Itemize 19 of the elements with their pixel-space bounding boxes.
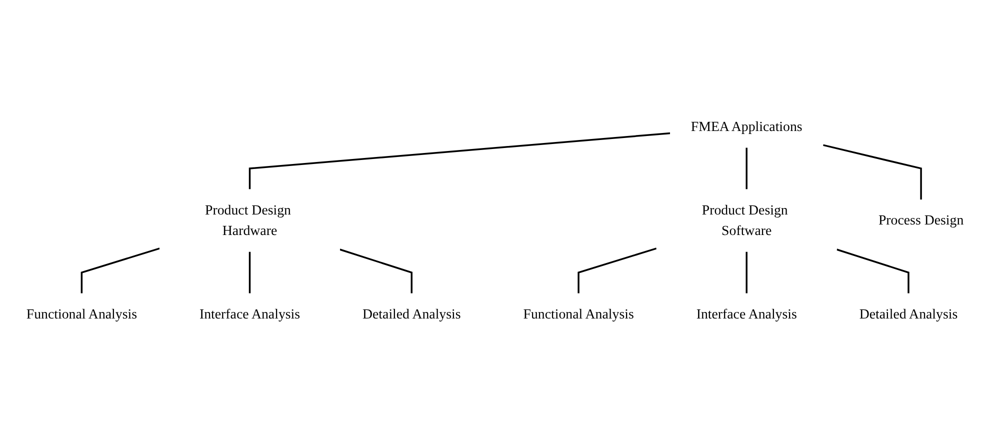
node-text: Functional Analysis	[523, 306, 634, 322]
connector	[578, 248, 657, 294]
node-text: Interface Analysis	[696, 306, 797, 322]
node-text: Detailed Analysis	[362, 306, 461, 322]
node-text: Process Design	[878, 212, 964, 228]
node-text: Product Design Hardware	[205, 202, 291, 239]
node-text: Functional Analysis	[26, 306, 138, 322]
connector	[80, 248, 160, 294]
connector	[248, 252, 251, 294]
connector	[746, 252, 748, 294]
connector	[822, 144, 922, 200]
connector	[248, 132, 670, 190]
node-text: Interface Analysis	[199, 306, 300, 322]
connector	[836, 248, 910, 294]
node-text: Detailed Analysis	[859, 306, 958, 322]
node-text: FMEA Applications	[690, 119, 802, 134]
node-text: Product Design Software	[702, 202, 788, 239]
connector	[340, 248, 412, 294]
connector	[746, 148, 748, 190]
